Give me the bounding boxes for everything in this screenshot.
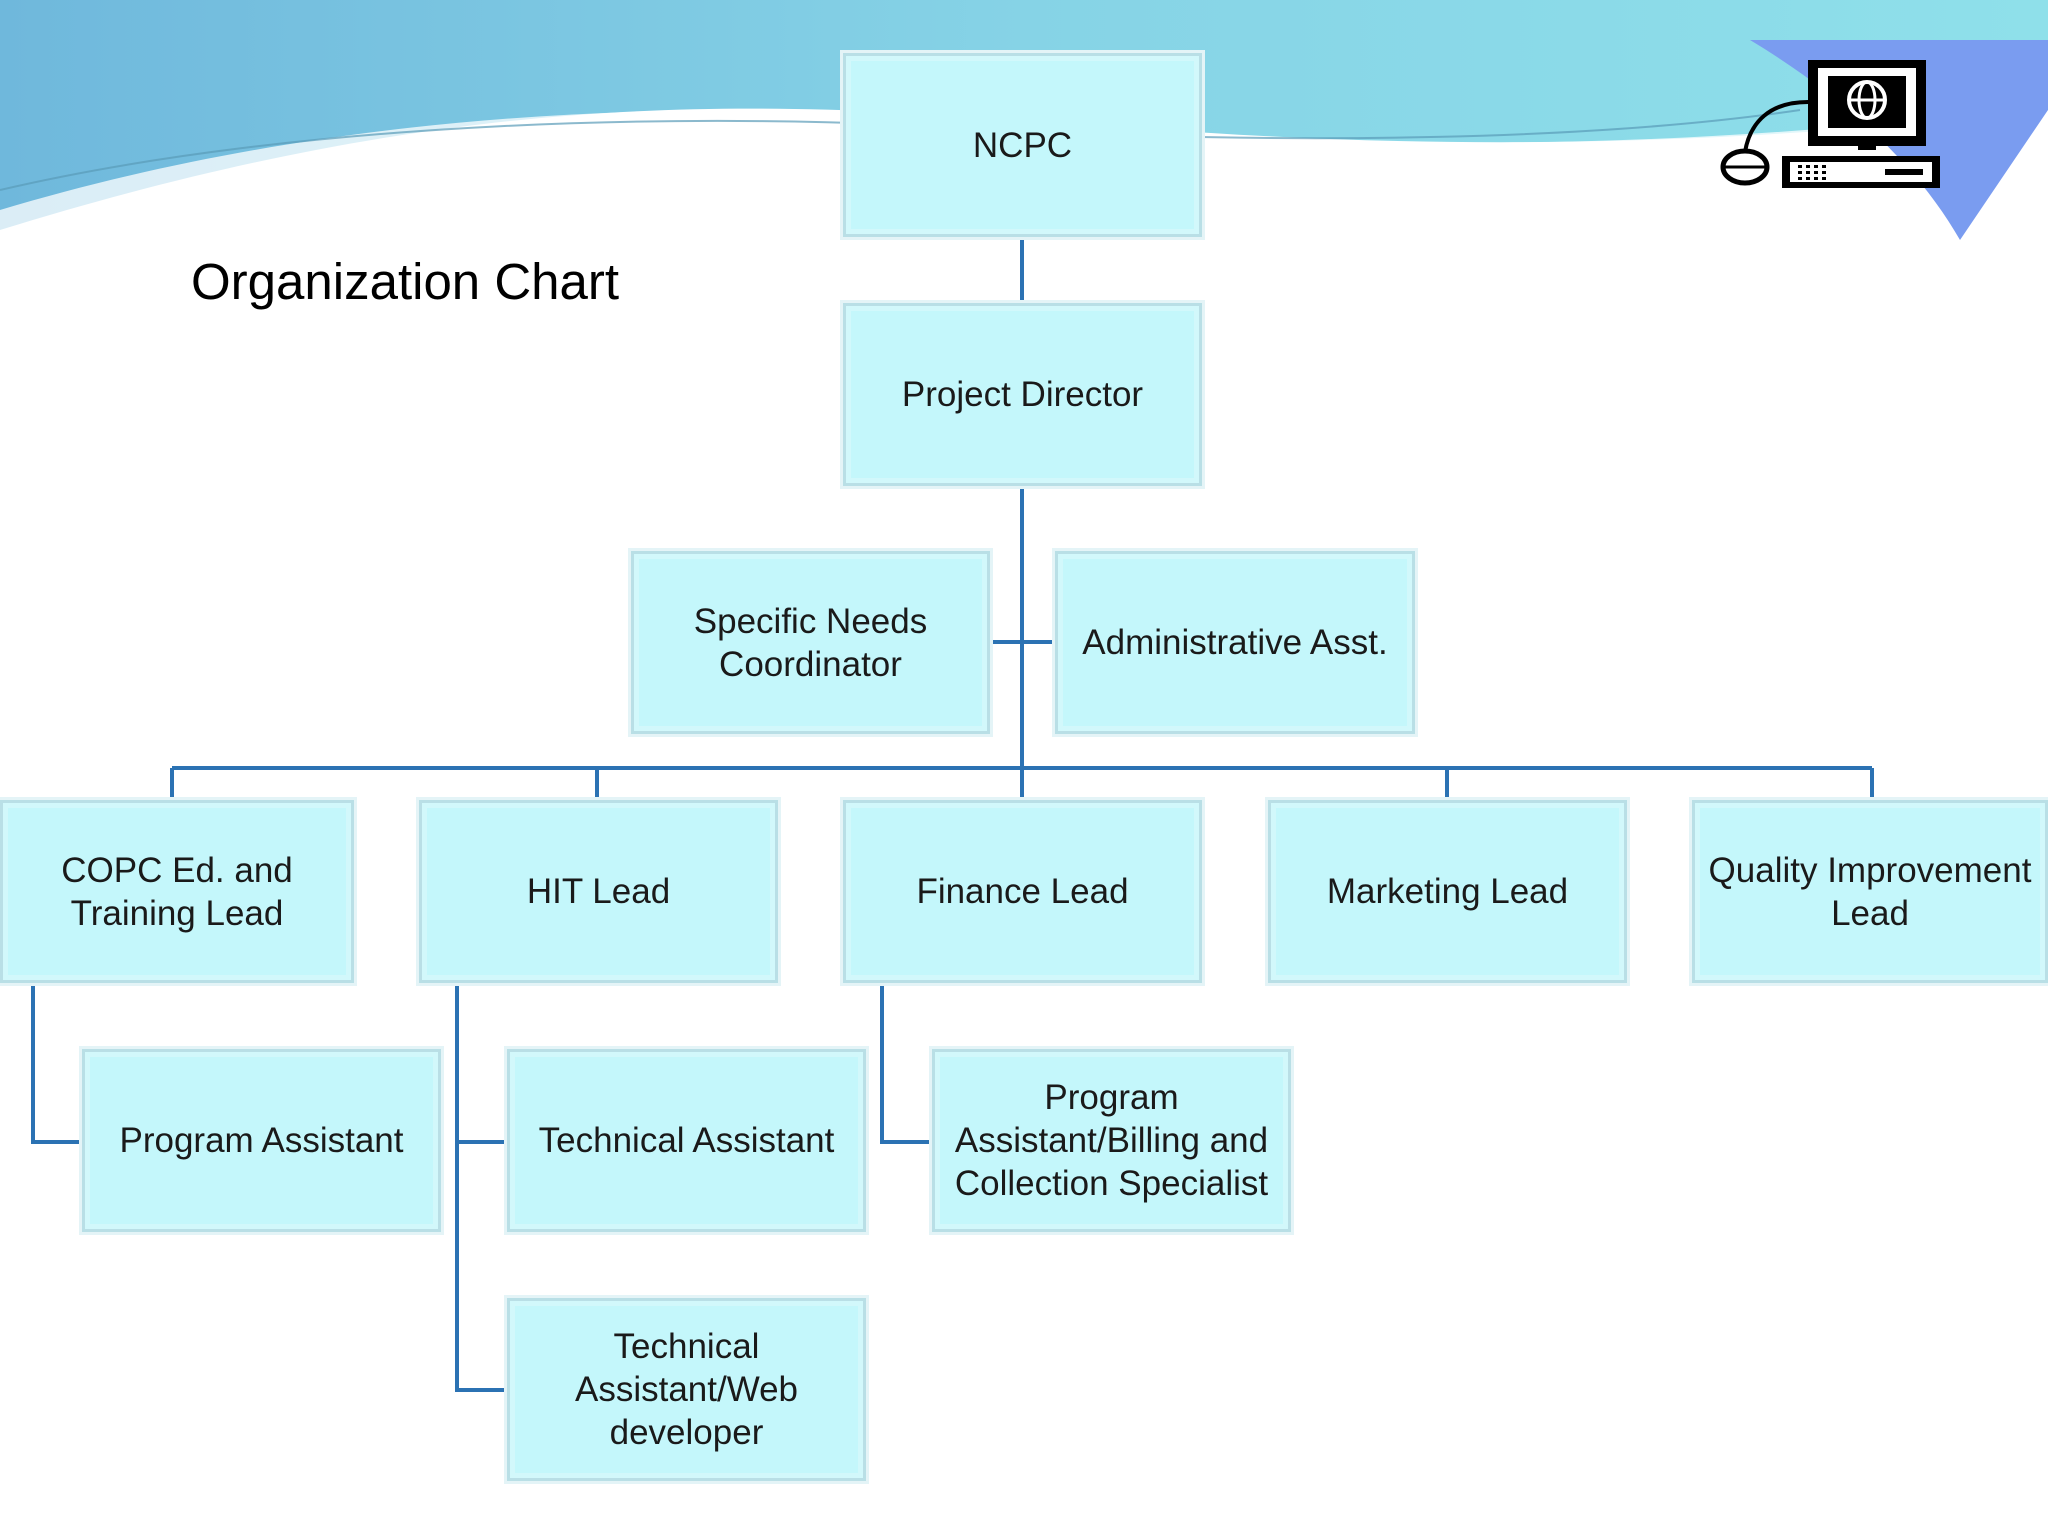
node-quality-improvement-lead: Quality Improvement Lead (1689, 797, 2048, 986)
node-specific-needs-coordinator: Specific Needs Coordinator (628, 548, 993, 737)
node-copc-lead-label: COPC Ed. and Training Lead (61, 850, 293, 933)
node-finance-lead: Finance Lead (840, 797, 1205, 986)
node-quality-improvement-lead-label: Quality Improvement Lead (1708, 850, 2032, 933)
node-administrative-asst: Administrative Asst. (1052, 548, 1418, 737)
node-web-developer-label: Technical Assistant/Web developer (574, 1327, 799, 1452)
node-technical-assistant: Technical Assistant (504, 1046, 869, 1235)
node-administrative-asst-label: Administrative Asst. (1082, 623, 1388, 662)
node-technical-assistant-label: Technical Assistant (538, 1121, 835, 1160)
node-hit-lead-label: HIT Lead (526, 872, 671, 911)
node-specific-needs-coordinator-label: Specific Needs Coordinator (693, 601, 928, 684)
node-ncpc-label: NCPC (972, 125, 1073, 165)
node-program-assistant-label: Program Assistant (119, 1121, 404, 1160)
node-finance-lead-label: Finance Lead (916, 872, 1129, 911)
connector-hit-children (455, 983, 507, 1392)
node-billing-collection-specialist: Program Assistant/Billing and Collection… (929, 1046, 1294, 1235)
slide-title: Organization Chart (191, 253, 620, 310)
node-web-developer: Technical Assistant/Web developer (504, 1295, 869, 1484)
node-ncpc: NCPC (840, 50, 1205, 240)
node-billing-collection-specialist-label: Program Assistant/Billing and Collection… (954, 1078, 1269, 1203)
node-program-assistant: Program Assistant (79, 1046, 444, 1235)
connector-copc-assistant (31, 983, 82, 1144)
node-project-director-label: Project Director (901, 375, 1144, 414)
node-hit-lead: HIT Lead (416, 797, 781, 986)
connector-finance-billing (880, 983, 932, 1144)
computer-icon (1720, 60, 1940, 188)
node-marketing-lead: Marketing Lead (1265, 797, 1630, 986)
node-project-director: Project Director (840, 300, 1205, 489)
node-copc-lead: COPC Ed. and Training Lead (0, 797, 357, 986)
node-marketing-lead-label: Marketing Lead (1326, 872, 1569, 911)
